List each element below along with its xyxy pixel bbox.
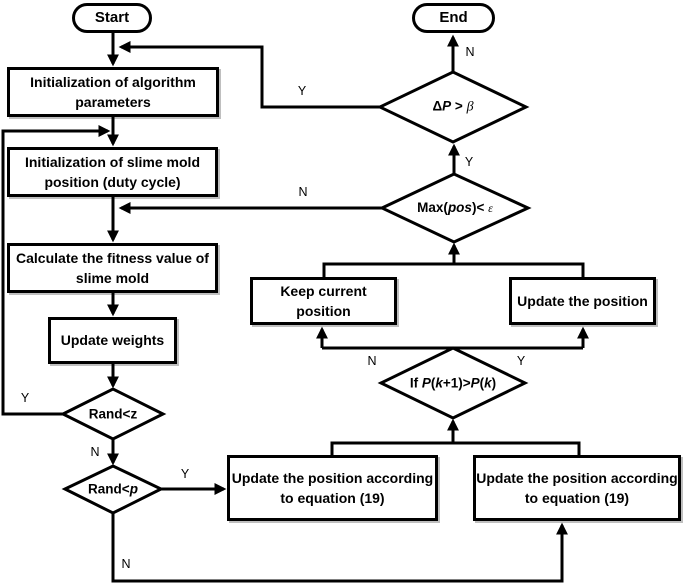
node-init-params-label: Initialization of algorithm parameters (30, 73, 196, 110)
decision-randp-label: Rand<p (88, 481, 138, 497)
node-update-position-label: Update the position (517, 292, 648, 309)
node-init-position-label: Initialization of slime mold position (d… (24, 153, 200, 190)
decision-maxpos-shape (378, 172, 532, 244)
node-init-params: Initialization of algorithm parameters (7, 67, 219, 117)
node-update-eq-right-label: Update the position according to equatio… (476, 469, 678, 506)
node-update-eq-left-label: Update the position according to equatio… (231, 469, 434, 506)
branch-label-if-no: N (367, 354, 377, 368)
branch-label-max-yes: Y (464, 155, 474, 169)
decision-maxpos-label: Max(pos)< ε (417, 200, 493, 215)
node-update-weights-label: Update weights (60, 332, 165, 349)
node-calc-fitness: Calculate the fitness value of slime mol… (7, 243, 218, 293)
node-start-label: Start (94, 9, 130, 27)
branch-label-randz-yes: Y (20, 391, 30, 405)
edge-positionboxes-merge (322, 262, 585, 277)
decision-if-shape (377, 346, 529, 420)
branch-label-randp-no: N (121, 557, 131, 571)
node-update-eq-left: Update the position according to equatio… (227, 455, 438, 521)
decision-randp-shape (61, 464, 165, 515)
decision-randz-label: Rand<z (88, 406, 138, 422)
node-end-label: End (439, 9, 468, 27)
edge-randz-yes-feedback (1, 125, 111, 416)
node-update-weights: Update weights (48, 317, 177, 364)
branch-label-dp-no: N (465, 45, 475, 59)
node-calc-fitness-label: Calculate the fitness value of slime mol… (16, 249, 209, 286)
node-update-position: Update the position (509, 277, 656, 325)
node-end: End (412, 3, 495, 33)
node-keep-position-label: Keep current position (280, 282, 367, 319)
edge-randp-no-to-eqright (111, 513, 568, 583)
branch-label-dp-yes: Y (297, 84, 307, 98)
node-init-position: Initialization of slime mold position (d… (7, 147, 218, 197)
branch-label-randp-yes: Y (180, 467, 190, 481)
node-keep-position: Keep current position (250, 277, 397, 325)
node-update-eq-right: Update the position according to equatio… (473, 455, 681, 521)
branch-label-if-yes: Y (516, 354, 526, 368)
decision-if-label: If P(k+1)>P(k) (409, 375, 497, 391)
branch-label-max-no: N (298, 185, 308, 199)
node-start: Start (72, 3, 152, 33)
edge-dp-yes-feedback (118, 41, 380, 109)
decision-dp-label: ΔP > β (432, 98, 474, 115)
edge-eqboxes-merge (330, 441, 581, 456)
branch-label-randz-no: N (90, 445, 100, 459)
decision-dp-shape (376, 70, 530, 144)
decision-randz-shape (59, 387, 167, 441)
